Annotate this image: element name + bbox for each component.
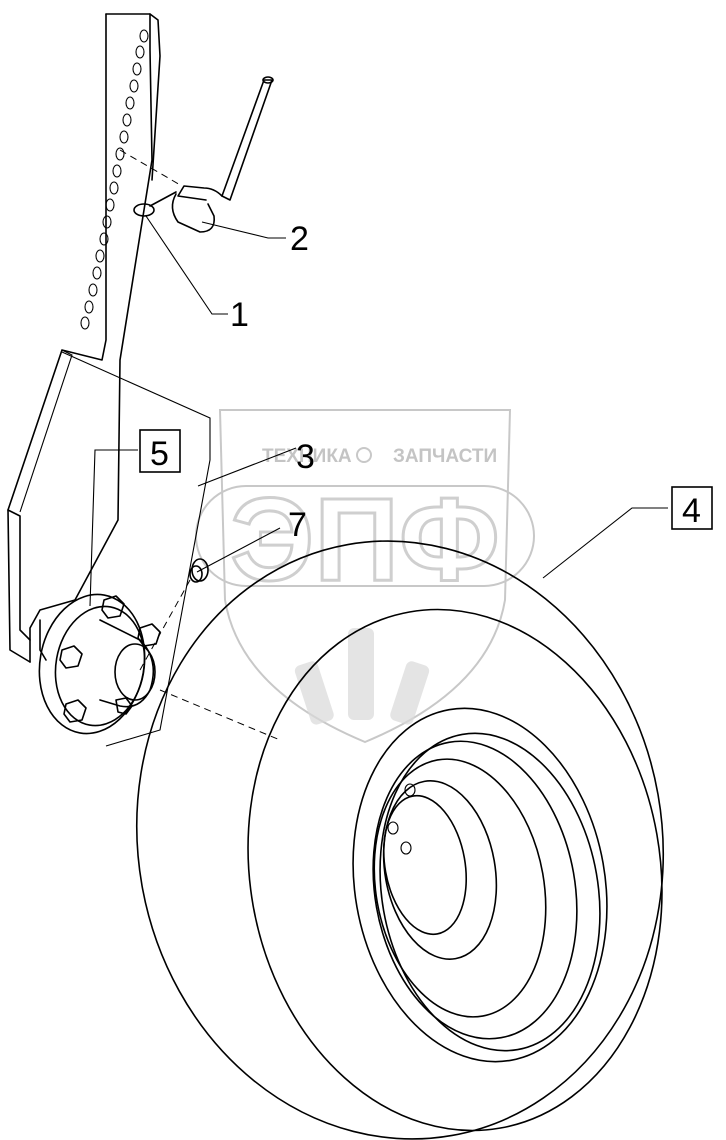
watermark-text-left: ТЕХНИКА <box>262 446 352 467</box>
fasteners <box>139 558 281 741</box>
callouts: 1 2 3 4 5 7 <box>139 220 713 544</box>
callout-7: 7 <box>288 506 307 544</box>
leader-lines <box>61 215 668 747</box>
pin-assembly <box>119 76 274 233</box>
vertical-arm <box>7 13 161 663</box>
watermark-logo: ЭПФ <box>230 474 499 606</box>
wheel-hub <box>38 593 161 735</box>
hub-bolts <box>59 595 161 723</box>
watermark-shield <box>218 409 512 744</box>
callout-5: 5 <box>150 435 169 473</box>
watermark-wheat-icon <box>294 628 430 725</box>
callout-1: 1 <box>230 296 249 334</box>
callout-3: 3 <box>296 438 315 476</box>
adjustment-holes <box>80 29 149 330</box>
watermark-text-right: ЗАПЧАСТИ <box>393 446 497 467</box>
watermark-gear-icon <box>356 447 372 463</box>
callout-2: 2 <box>290 220 309 258</box>
wheel <box>135 540 665 1140</box>
callout-4: 4 <box>682 492 701 530</box>
callout-4-box <box>671 486 713 530</box>
callout-5-box <box>139 429 181 473</box>
watermark: ТЕХНИКА ЗАПЧАСТИ ЭПФ <box>195 409 535 744</box>
